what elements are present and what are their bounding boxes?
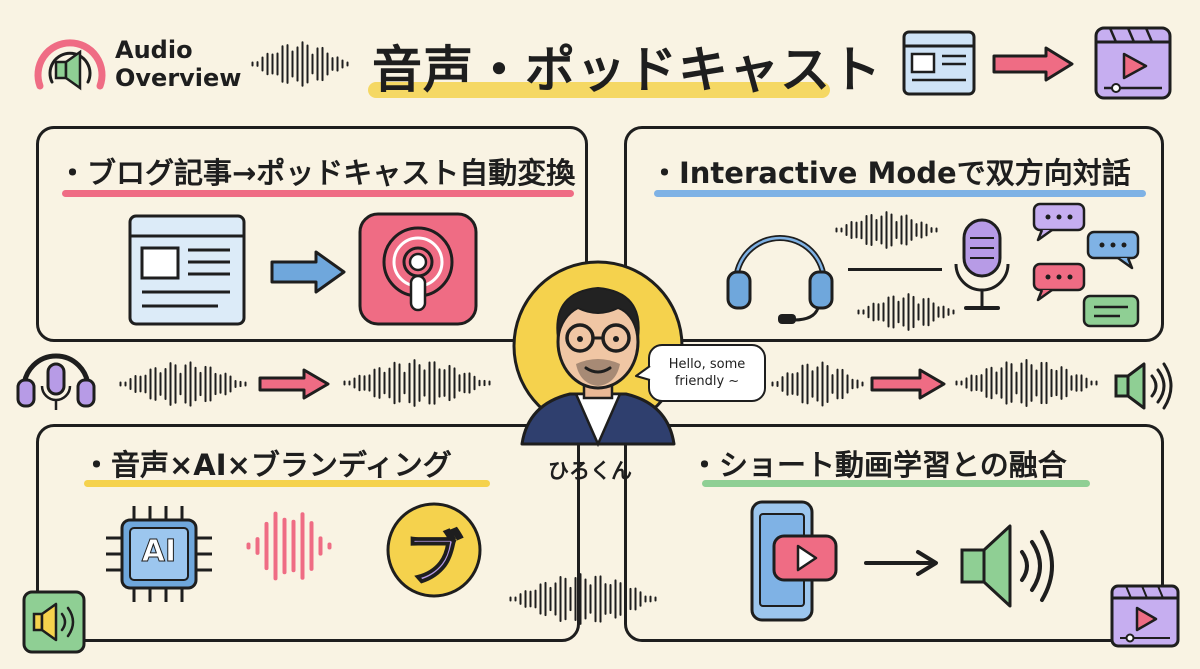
header-waveform-icon <box>251 41 349 87</box>
blog-article-icon <box>128 214 246 326</box>
panel-interactive <box>624 126 1164 342</box>
speech-bubble-tail <box>635 365 651 381</box>
section-title-short-video: ・ショート動画学習との融合 <box>690 448 1067 482</box>
blog-arrow-icon <box>270 250 346 294</box>
avatar <box>512 260 684 448</box>
podcast-headset-icon <box>16 353 96 410</box>
video-player-icon <box>1094 26 1172 100</box>
short-video-arrow-icon <box>864 550 938 576</box>
article-icon <box>902 30 976 96</box>
chat-bubbles-icon <box>1032 202 1140 328</box>
middle-right-waveform-1 <box>771 361 864 407</box>
middle-right-waveform-2 <box>955 359 1098 407</box>
brand-logo-char: ブ <box>404 524 464 594</box>
middle-left-waveform-2 <box>343 359 491 407</box>
smartphone-video-icon <box>750 500 838 622</box>
bottom-center-waveform <box>509 573 657 625</box>
middle-left-waveform-1 <box>119 361 247 407</box>
section-title-branding: ・音声×AI×ブランディング <box>82 448 452 482</box>
speech-line-1: Hello, some <box>668 357 746 372</box>
panel-short-video <box>624 424 1164 642</box>
podcast-app-icon <box>358 212 478 326</box>
page-title: 音声・ポッドキャスト <box>372 41 882 99</box>
interactive-waveform-bottom <box>857 293 955 331</box>
audio-overview-line1: Audio <box>115 36 193 64</box>
middle-left-arrow-icon <box>258 368 330 400</box>
speaker-icon-bottom-left <box>22 590 86 654</box>
interactive-waveform-top <box>835 211 938 249</box>
middle-right-arrow-icon <box>870 368 946 400</box>
section-title-blog: ・ブログ記事→ポッドキャスト自動変換 <box>58 156 576 190</box>
speaker-icon-large <box>960 524 1054 608</box>
header-arrow-icon <box>992 46 1074 82</box>
panel-blog <box>36 126 588 342</box>
branding-waveform <box>246 511 332 581</box>
ai-chip-label: AI <box>141 534 177 570</box>
speech-line-2: friendly ~ <box>674 374 740 389</box>
title-highlight <box>368 82 830 98</box>
branding-title-highlight <box>84 480 490 487</box>
audio-overview-line2: Overview <box>115 64 242 92</box>
ai-chip-icon <box>106 506 212 602</box>
audio-overview-label: Audio Overview <box>115 36 241 92</box>
video-player-icon-bottom <box>1110 584 1180 648</box>
speaker-icon-right <box>1114 362 1173 410</box>
section-title-interactive: ・Interactive Modeで双方向対話 <box>650 156 1131 190</box>
speech-bubble: Hello, some friendly ~ <box>648 344 766 402</box>
headphones-icon <box>726 235 834 324</box>
interactive-wave-line <box>848 268 942 271</box>
blog-title-highlight <box>62 190 574 197</box>
short-title-highlight <box>702 480 1090 487</box>
brand-logo-icon <box>386 502 482 598</box>
person-name: ひろくん <box>548 459 632 483</box>
interactive-title-highlight <box>654 190 1146 197</box>
microphone-icon <box>954 218 1010 310</box>
audio-overview-icon <box>34 39 106 91</box>
panel-branding <box>36 424 580 642</box>
